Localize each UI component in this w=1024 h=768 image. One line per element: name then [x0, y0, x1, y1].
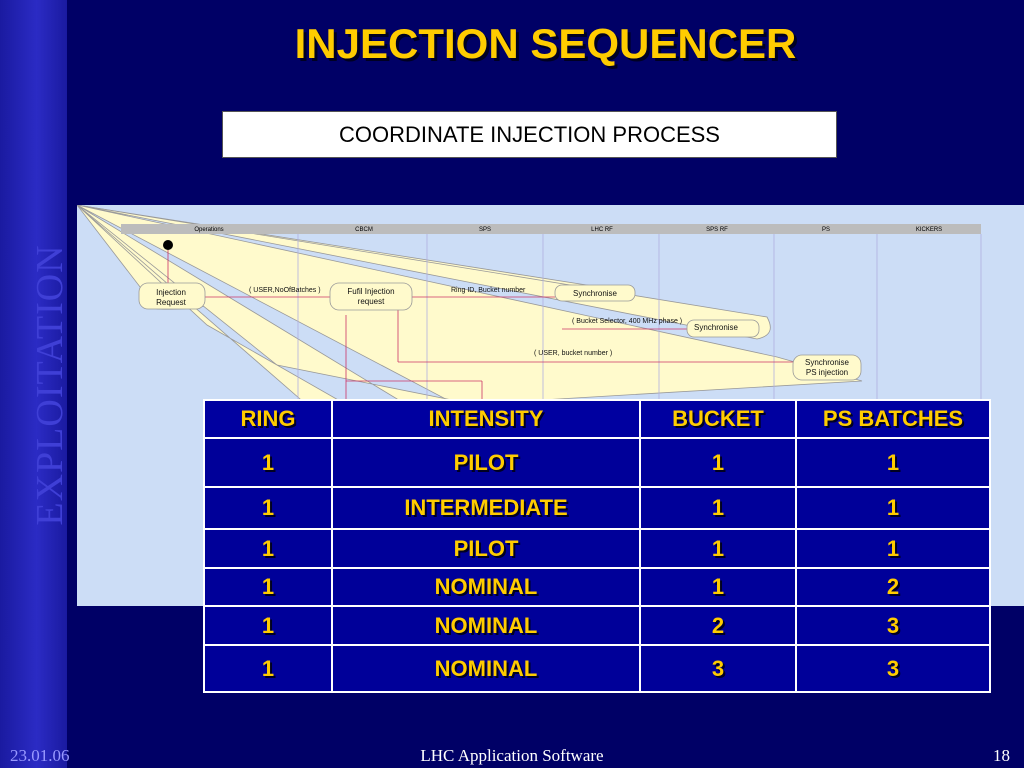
- cell-bucket: 3: [639, 644, 797, 693]
- cell-intensity: INTERMEDIATE: [331, 486, 641, 530]
- subtitle-text: COORDINATE INJECTION PROCESS: [339, 122, 720, 147]
- cell-bucket: 1: [639, 528, 797, 569]
- table-header-row: RING INTENSITY BUCKET PS BATCHES: [203, 399, 991, 439]
- table-row: 1 NOMINAL 3 3: [203, 644, 991, 693]
- box-synchronise-1: Synchronise: [573, 289, 618, 298]
- cell-ring: 1: [203, 437, 333, 488]
- cell-bucket: 2: [639, 605, 797, 646]
- cell-ps-batches: 2: [795, 567, 991, 607]
- lane-operations: Operations: [194, 227, 223, 233]
- injection-table: RING INTENSITY BUCKET PS BATCHES 1 PILOT…: [203, 399, 991, 693]
- lane-lhc-rf: LHC RF: [591, 227, 613, 233]
- cell-ps-batches: 3: [795, 644, 991, 693]
- cell-intensity: NOMINAL: [331, 567, 641, 607]
- lane-ps: PS: [822, 227, 830, 233]
- initial-state-dot: [163, 240, 173, 250]
- cell-ps-batches: 3: [795, 605, 991, 646]
- lane-sps: SPS: [479, 227, 491, 233]
- cell-ring: 1: [203, 644, 333, 693]
- cell-bucket: 1: [639, 437, 797, 488]
- msg-bucket-selector: ( Bucket Selector, 400 MHz phase ): [572, 318, 682, 325]
- box-synchronise-ps-l2: PS injection: [806, 368, 848, 377]
- lane-cbcm: CBCM: [355, 227, 373, 233]
- footer-title: LHC Application Software: [420, 746, 604, 765]
- col-intensity-header: INTENSITY: [331, 399, 641, 439]
- section-label: EXPLOITATION: [29, 244, 71, 526]
- table-row: 1 NOMINAL 2 3: [203, 605, 991, 646]
- col-ps-batches-header: PS BATCHES: [795, 399, 991, 439]
- cell-ps-batches: 1: [795, 437, 991, 488]
- msg-user-bucket: ( USER, bucket number ): [534, 350, 612, 357]
- box-synchronise-ps-l1: Synchronise: [805, 358, 850, 367]
- lane-kickers: KICKERS: [916, 227, 942, 233]
- col-ring-header: RING: [203, 399, 333, 439]
- cell-ring: 1: [203, 486, 333, 530]
- slide-title: INJECTION SEQUENCER: [294, 20, 797, 67]
- footer-date: 23.01.06: [10, 746, 70, 765]
- cell-bucket: 1: [639, 567, 797, 607]
- col-bucket-header: BUCKET: [639, 399, 797, 439]
- cell-ring: 1: [203, 605, 333, 646]
- table-row: 1 NOMINAL 1 2: [203, 567, 991, 607]
- subtitle-box: COORDINATE INJECTION PROCESS: [222, 111, 837, 158]
- sidebar-band: EXPLOITATION: [0, 0, 71, 768]
- cell-ps-batches: 1: [795, 528, 991, 569]
- lane-sps-rf: SPS RF: [706, 227, 728, 233]
- cell-intensity: NOMINAL: [331, 605, 641, 646]
- table-row: 1 INTERMEDIATE 1 1: [203, 486, 991, 530]
- cell-bucket: 1: [639, 486, 797, 530]
- box-synchronise-2: Synchronise: [694, 323, 739, 332]
- cell-intensity: PILOT: [331, 437, 641, 488]
- cell-intensity: PILOT: [331, 528, 641, 569]
- box-fufil-request-l2: request: [358, 297, 385, 306]
- cell-ring: 1: [203, 567, 333, 607]
- cell-ps-batches: 1: [795, 486, 991, 530]
- page-number: 18: [993, 746, 1010, 765]
- msg-user-batches: ( USER,NoOfBatches ): [249, 287, 321, 294]
- table-row: 1 PILOT 1 1: [203, 437, 991, 488]
- box-injection-request-l1: Injection: [156, 288, 186, 297]
- cell-ring: 1: [203, 528, 333, 569]
- box-fufil-request-l1: Fufil Injection: [347, 287, 394, 296]
- cell-intensity: NOMINAL: [331, 644, 641, 693]
- box-injection-request-l2: Request: [156, 298, 187, 307]
- msg-ring-bucket: Ring ID, Bucket number: [451, 287, 526, 294]
- table-row: 1 PILOT 1 1: [203, 528, 991, 569]
